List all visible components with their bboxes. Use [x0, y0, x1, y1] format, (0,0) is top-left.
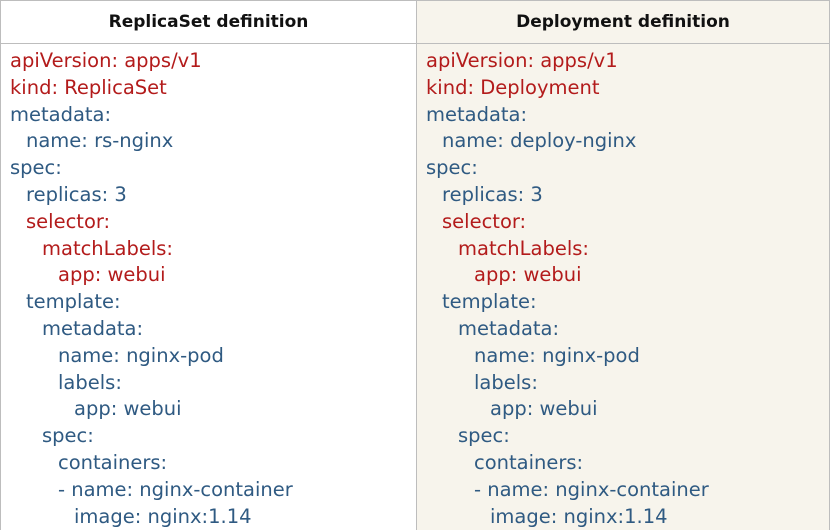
code-line: template: — [26, 290, 121, 314]
code-line: - name: nginx-container — [474, 477, 709, 501]
code-line: - name: nginx-container — [58, 477, 293, 501]
replicaset-header-label: ReplicaSet definition — [108, 12, 309, 32]
code-line: metadata: — [42, 316, 144, 340]
code-line: containers: — [58, 450, 168, 474]
replicaset-header: ReplicaSet definition — [0, 0, 417, 44]
deployment-code-block: apiVersion: apps/v1 kind: Deployment metad… — [417, 44, 830, 530]
code-line: matchLabels: — [458, 236, 590, 260]
code-line: apiVersion: apps/v1 — [10, 49, 202, 72]
code-line: spec: — [458, 424, 510, 448]
code-line: apiVersion: apps/v1 — [426, 49, 618, 72]
code-line: kind: Deployment — [426, 75, 600, 99]
code-line: labels: — [474, 370, 538, 394]
code-line: spec: — [10, 156, 62, 180]
code-line: selector: — [26, 209, 111, 233]
code-line: name: nginx-pod — [58, 343, 224, 367]
deployment-header: Deployment definition — [417, 0, 830, 44]
code-line: containers: — [474, 450, 584, 474]
code-line: app: webui — [474, 263, 582, 287]
code-line: name: nginx-pod — [474, 343, 640, 367]
code-line: kind: ReplicaSet — [10, 75, 167, 99]
code-line: selector: — [442, 209, 527, 233]
code-line: matchLabels: — [42, 236, 174, 260]
code-line: replicas: 3 — [442, 182, 543, 206]
deployment-header-label: Deployment definition — [516, 12, 730, 32]
code-line: template: — [442, 290, 537, 314]
code-line: metadata: — [10, 102, 112, 126]
code-line: name: rs-nginx — [26, 129, 174, 153]
code-line: image: nginx:1.14 — [74, 504, 252, 528]
replicaset-code-block: apiVersion: apps/v1 kind: ReplicaSet metad… — [0, 44, 417, 530]
code-line: app: webui — [58, 263, 166, 287]
code-line: spec: — [426, 156, 478, 180]
code-line: app: webui — [490, 397, 598, 421]
code-line: name: deploy-nginx — [442, 129, 637, 153]
code-line: spec: — [42, 424, 94, 448]
code-line: image: nginx:1.14 — [490, 504, 668, 528]
code-line: metadata: — [426, 102, 528, 126]
code-line: labels: — [58, 370, 122, 394]
code-line: app: webui — [74, 397, 182, 421]
code-line: replicas: 3 — [26, 182, 127, 206]
code-line: metadata: — [458, 316, 560, 340]
